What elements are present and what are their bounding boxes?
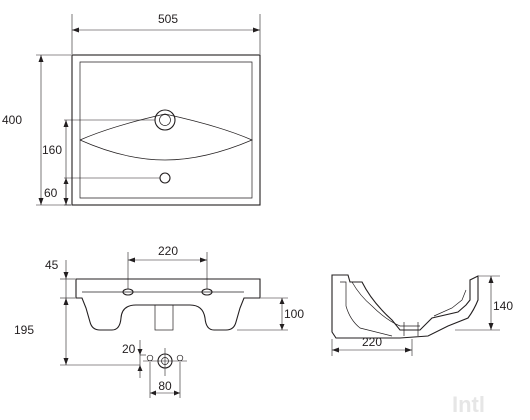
width-label: 505 bbox=[158, 12, 178, 26]
top-view: 505 400 160 60 bbox=[2, 12, 261, 206]
tap-distance-label: 160 bbox=[42, 143, 62, 157]
hole-spacing-label: 220 bbox=[158, 244, 178, 258]
tap-hole bbox=[154, 109, 176, 131]
total-height-label: 195 bbox=[14, 323, 34, 337]
side-view: 140 220 bbox=[331, 274, 513, 356]
drain-outlet bbox=[154, 304, 174, 331]
basin-outline-side bbox=[331, 274, 479, 339]
tap-hole-inner bbox=[159, 114, 171, 126]
basin-inner-rim bbox=[79, 61, 253, 199]
basin-inner-profile bbox=[340, 281, 393, 337]
overflow-distance-label: 60 bbox=[44, 186, 58, 200]
basin-outline-top bbox=[71, 54, 261, 206]
overflow-hole bbox=[159, 172, 171, 184]
drain-offset-label: 20 bbox=[122, 342, 136, 356]
side-height-label: 140 bbox=[493, 299, 513, 313]
drain-width-label: 80 bbox=[158, 379, 172, 393]
basin-bowl-curve bbox=[79, 113, 253, 161]
drain-fitting-left bbox=[146, 354, 154, 362]
front-view: 220 45 195 100 20 bbox=[14, 244, 304, 398]
side-depth-label: 220 bbox=[362, 335, 382, 349]
watermark: Intl bbox=[452, 392, 485, 417]
basin-outline-front bbox=[75, 278, 261, 331]
depth-label: 400 bbox=[2, 113, 22, 127]
drain-fitting-right bbox=[176, 354, 184, 362]
rim-height-label: 45 bbox=[45, 258, 59, 272]
bowl-depth-label: 100 bbox=[284, 307, 304, 321]
